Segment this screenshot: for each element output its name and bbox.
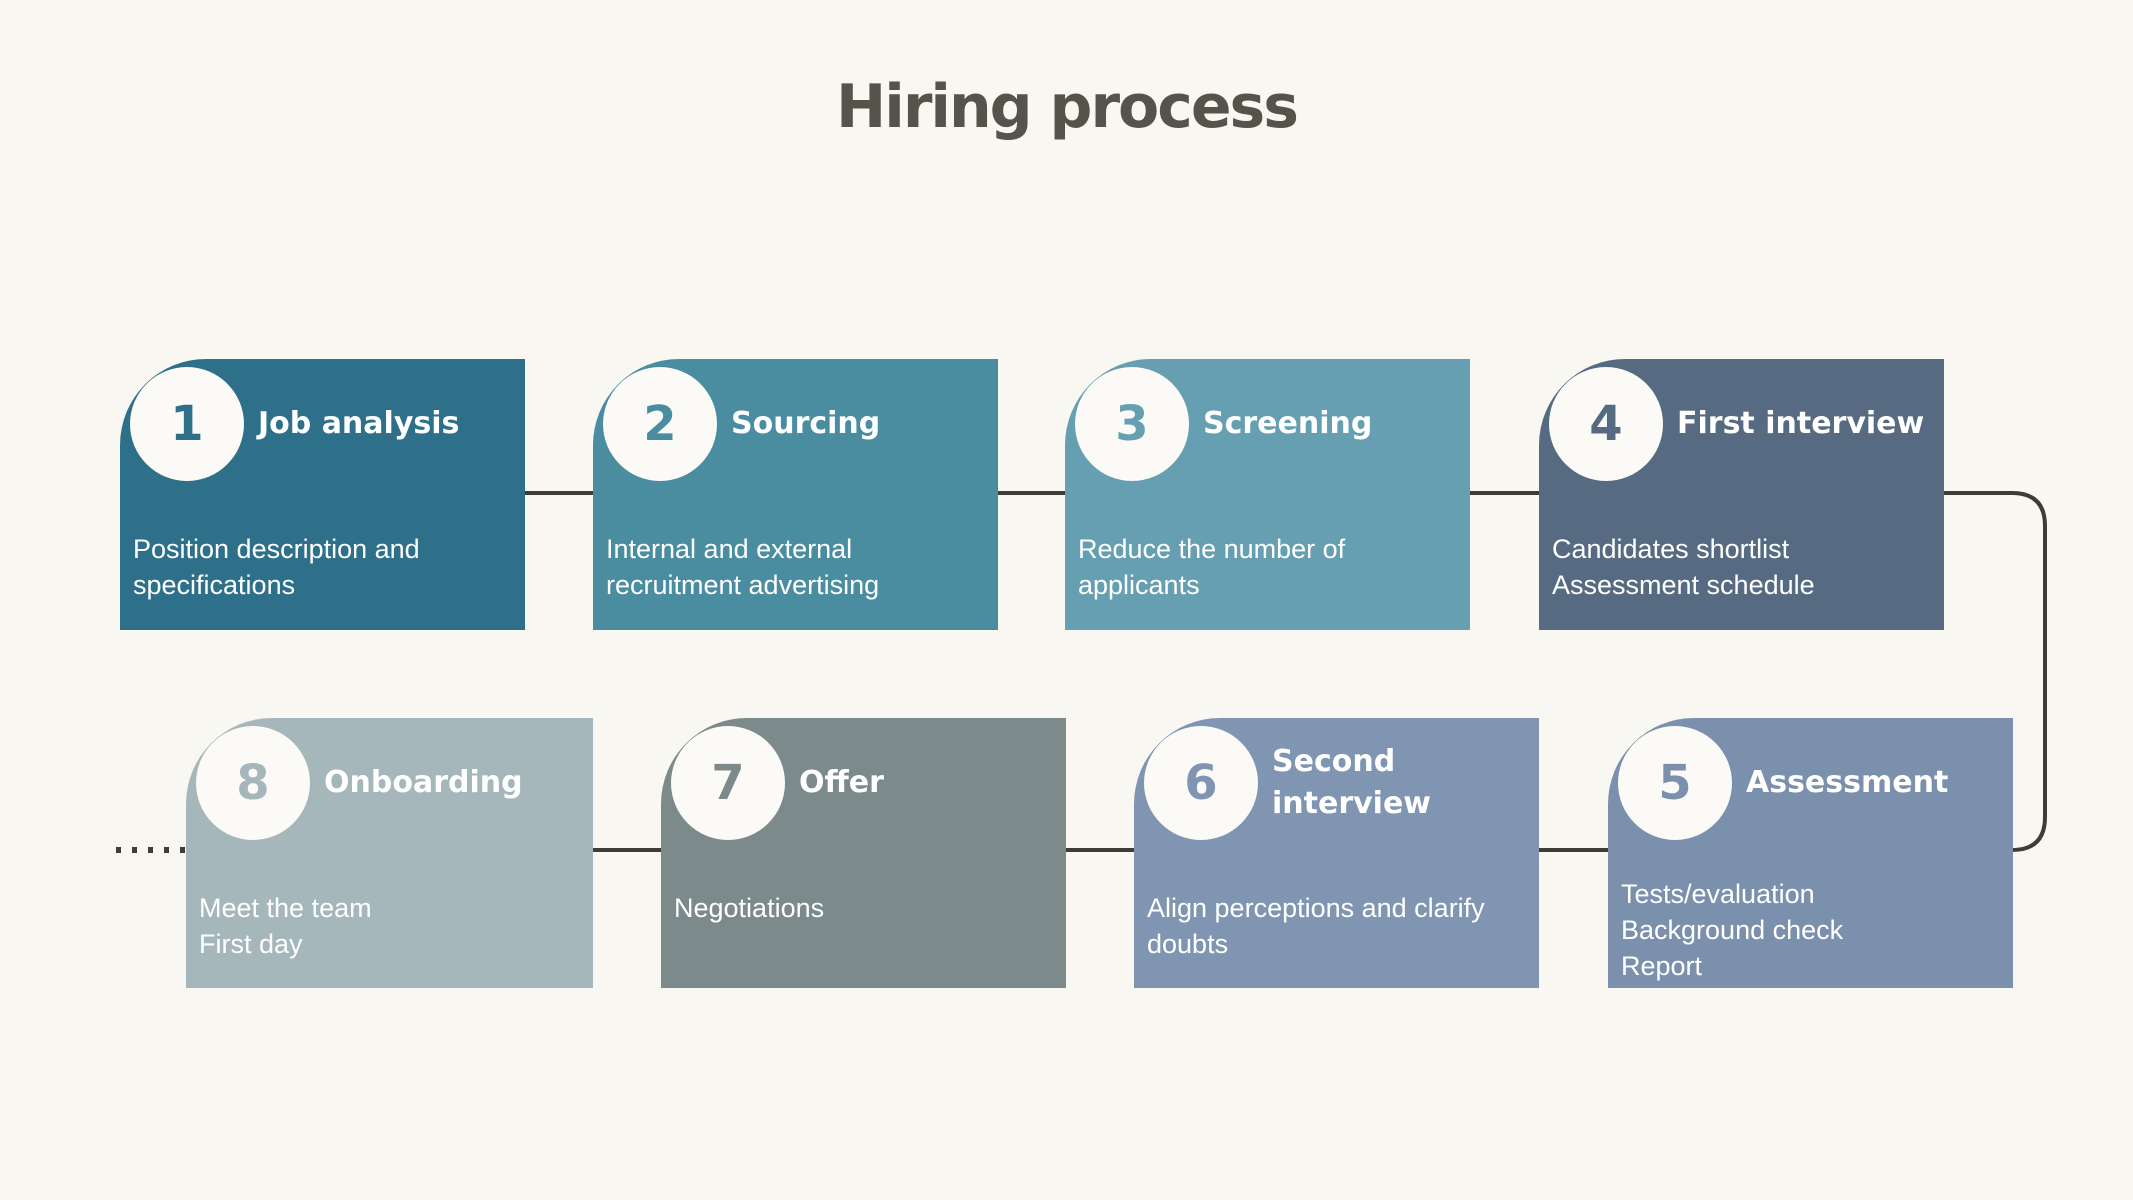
step-1-number: 1	[170, 396, 204, 452]
step-4-number-badge: 4	[1549, 367, 1663, 481]
page-title: Hiring process	[836, 72, 1299, 142]
step-4-number: 4	[1589, 396, 1623, 452]
step-7-description: Negotiations	[674, 893, 825, 923]
step-1-description: Position description and specifications	[133, 534, 420, 600]
step-card-job-analysis: 1 Job analysis Position description and …	[120, 359, 525, 630]
step-6-title: Second interview	[1272, 744, 1432, 821]
step-5-title: Assessment	[1746, 765, 1949, 800]
step-card-assessment: 5 Assessment Tests/evaluation Background…	[1608, 718, 2013, 988]
step-card-screening: 3 Screening Reduce the number of applica…	[1065, 359, 1470, 630]
step-6-number-badge: 6	[1144, 726, 1258, 840]
step-4-description: Candidates shortlist Assessment schedule	[1552, 534, 1815, 600]
step-5-description: Tests/evaluation Background check Report	[1621, 879, 1844, 981]
step-7-number: 7	[711, 755, 745, 811]
step-4-title: First interview	[1677, 406, 1925, 441]
step-card-sourcing: 2 Sourcing Internal and external recruit…	[593, 359, 998, 630]
step-7-title: Offer	[799, 765, 884, 800]
step-card-second-interview: 6 Second interview Align perceptions and…	[1134, 718, 1539, 988]
step-6-description: Align perceptions and clarify doubts	[1147, 893, 1485, 959]
step-7-number-badge: 7	[671, 726, 785, 840]
step-2-number: 2	[643, 396, 677, 452]
step-5-number-badge: 5	[1618, 726, 1732, 840]
step-8-title: Onboarding	[324, 765, 523, 800]
step-8-number-badge: 8	[196, 726, 310, 840]
step-8-description: Meet the team First day	[199, 893, 372, 959]
step-3-number: 3	[1115, 396, 1149, 452]
step-6-number: 6	[1184, 755, 1218, 811]
step-2-number-badge: 2	[603, 367, 717, 481]
step-8-number: 8	[236, 755, 270, 811]
step-1-number-badge: 1	[130, 367, 244, 481]
step-card-onboarding: 8 Onboarding Meet the team First day	[186, 718, 593, 988]
step-2-description: Internal and external recruitment advert…	[606, 534, 880, 600]
step-3-title: Screening	[1203, 406, 1373, 441]
step-1-title: Job analysis	[258, 406, 460, 441]
step-card-first-interview: 4 First interview Candidates shortlist A…	[1539, 359, 1944, 630]
step-3-number-badge: 3	[1075, 367, 1189, 481]
step-2-title: Sourcing	[731, 406, 881, 441]
step-3-description: Reduce the number of applicants	[1078, 534, 1346, 600]
step-5-number: 5	[1658, 755, 1692, 811]
flow-line-solid	[524, 491, 2047, 852]
step-card-offer: 7 Offer Negotiations	[661, 718, 1066, 988]
